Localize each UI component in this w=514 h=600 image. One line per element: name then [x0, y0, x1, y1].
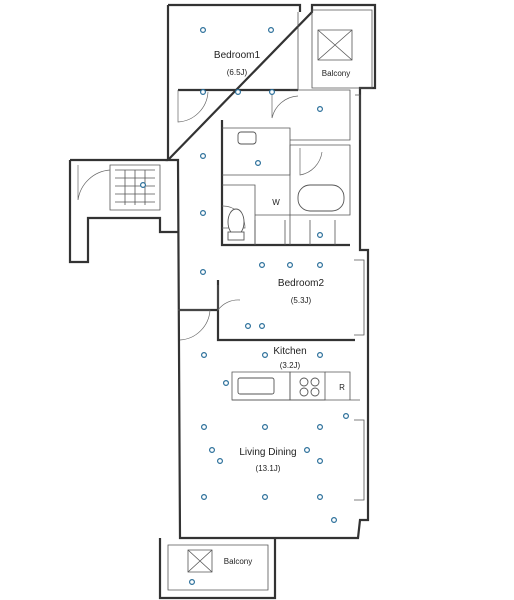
living-area: (13.1J)	[256, 464, 281, 473]
kitchen-counter: R	[237, 377, 345, 397]
doors	[177, 90, 323, 341]
bedroom2-name: Bedroom2	[278, 278, 325, 289]
washer-label: W	[272, 198, 280, 207]
living-name: Living Dining	[239, 447, 296, 458]
interior-walls	[178, 12, 360, 401]
kitchen-area: (3.2J)	[280, 361, 301, 370]
sanitary: W	[227, 131, 345, 241]
balcony-bottom-label: Balcony	[224, 557, 252, 566]
balcony-bottom: Balcony	[167, 544, 269, 591]
kitchen-name: Kitchen	[273, 346, 306, 357]
room-labels: Bedroom1 (6.5J) Bedroom2 (5.3J) Kitchen …	[214, 50, 325, 473]
light-fixtures	[140, 27, 350, 585]
balcony-top-label: Balcony	[322, 69, 350, 78]
outer-walls	[68, 3, 377, 600]
windows	[354, 94, 365, 501]
balcony-top: Balcony	[311, 9, 373, 89]
left-annex	[77, 164, 161, 211]
fridge-label: R	[339, 383, 345, 392]
bedroom1-name: Bedroom1	[214, 50, 261, 61]
bedroom1-area: (6.5J)	[227, 68, 248, 77]
bedroom2-area: (5.3J)	[291, 296, 312, 305]
